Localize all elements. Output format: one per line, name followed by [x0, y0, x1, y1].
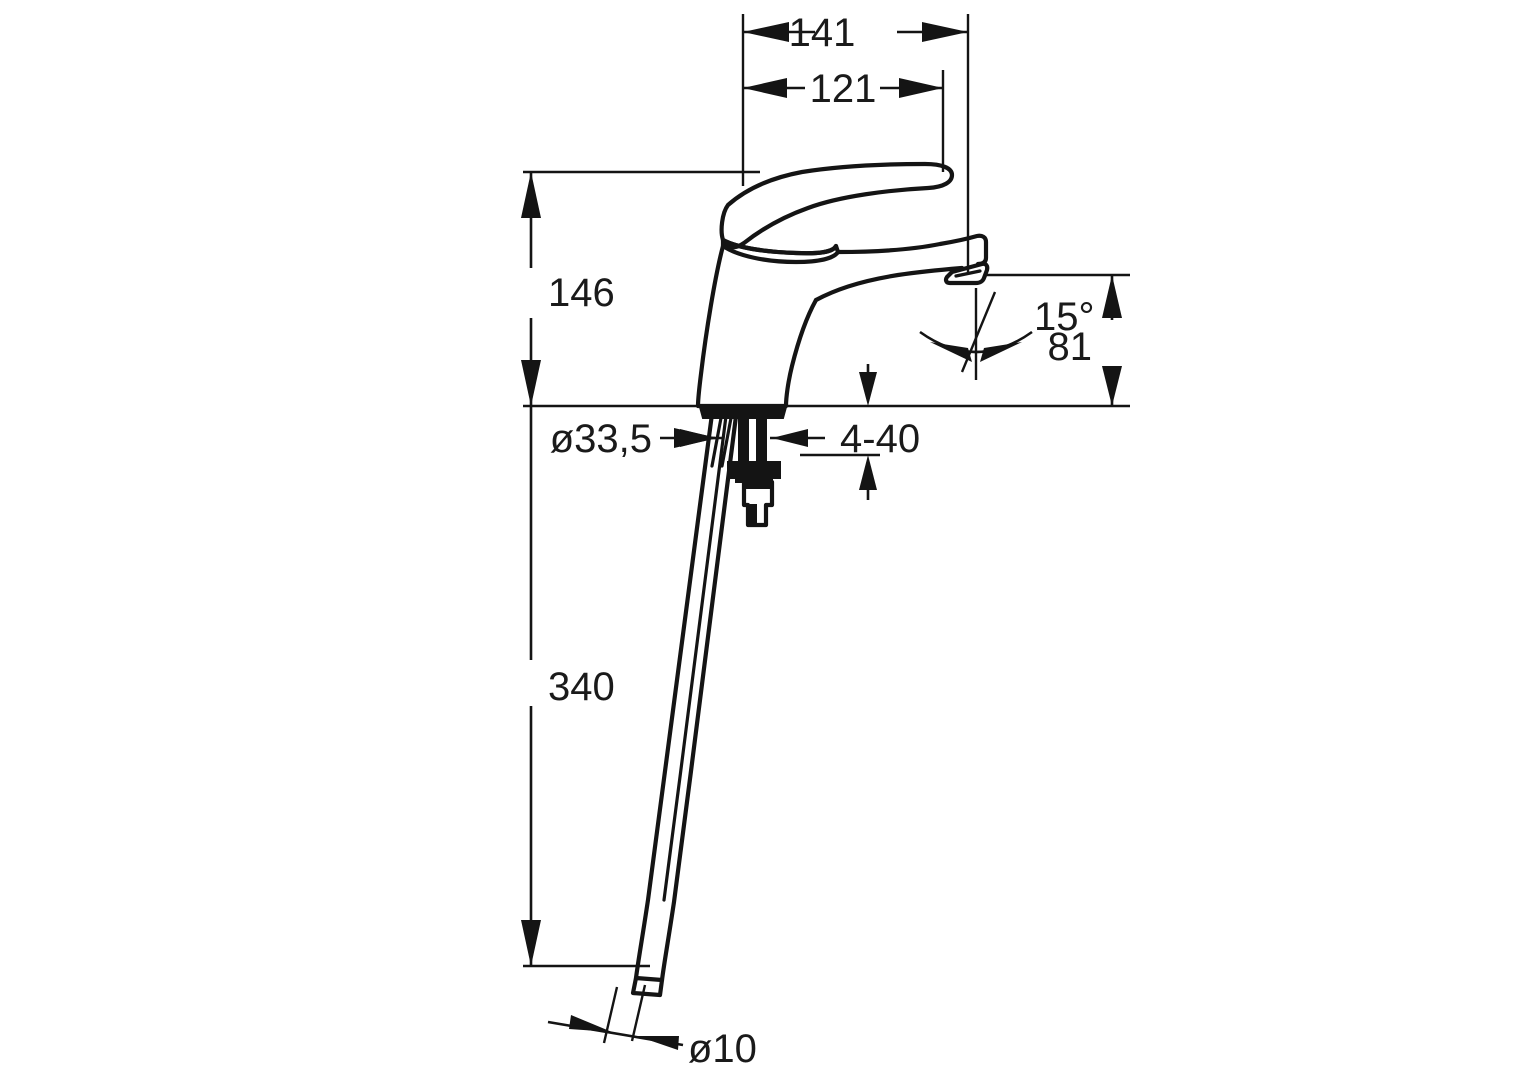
threaded-shank	[741, 479, 775, 528]
flexible-hose-left-edge	[633, 411, 715, 981]
mounting-studs	[710, 416, 767, 468]
dimension-340: 340	[521, 406, 615, 966]
spout-outlet-aerator	[943, 261, 990, 286]
mounting-base-plate	[698, 406, 788, 419]
lever-handle-outline	[719, 161, 955, 250]
angle-label-15-degrees: 15°	[1034, 295, 1095, 339]
extension-lines	[523, 14, 1130, 968]
shank-slot	[750, 504, 757, 524]
dimension-label-141: 141	[789, 11, 856, 55]
dimension-thread-4-40: 4-40	[680, 364, 920, 500]
hose-inner-line	[662, 414, 728, 902]
shank-collar	[743, 481, 773, 489]
dimension-label-340: 340	[548, 665, 615, 709]
dimension-label-121: 121	[810, 67, 877, 111]
dimension-label-diameter-10: ø10	[688, 1027, 757, 1071]
dimension-146: 146	[521, 172, 615, 406]
hose-end-cap	[630, 975, 665, 998]
dimension-81: 81	[1048, 275, 1122, 406]
angle-indicator-15-degrees: 15°	[919, 288, 1095, 380]
faucet-body-outline	[695, 243, 819, 409]
aerator-detail-line	[954, 269, 982, 278]
dimension-hose-diameter: ø10	[547, 984, 757, 1071]
dimension-label-81: 81	[1048, 325, 1093, 369]
spout-upper-edge	[835, 233, 989, 267]
dimension-121: 121	[743, 67, 943, 111]
dimension-label-146: 146	[548, 271, 615, 315]
dimension-label-4-40: 4-40	[840, 417, 920, 461]
faucet-geometry	[630, 161, 990, 998]
retaining-nut-flange	[727, 461, 781, 483]
spout-lower-edge	[813, 265, 965, 303]
dimension-label-diameter-33-5: ø33,5	[550, 417, 652, 461]
dimension-141: 141	[743, 11, 968, 55]
flexible-hose-right-edge	[659, 413, 739, 983]
